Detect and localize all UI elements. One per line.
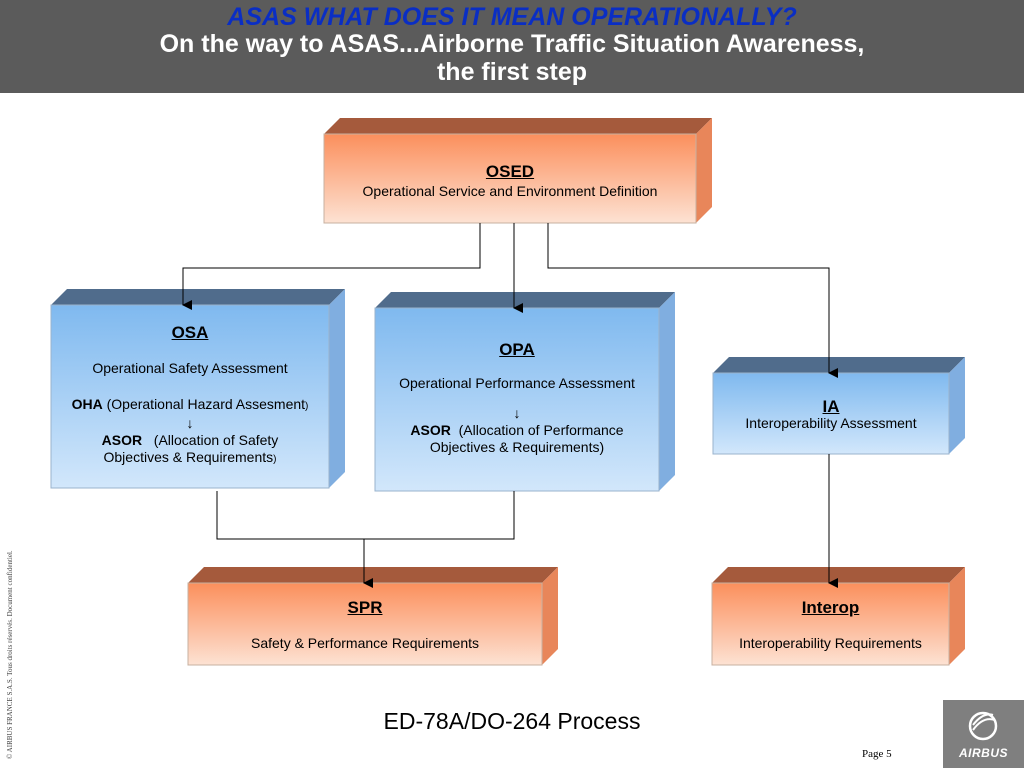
opa-box (374, 292, 675, 492)
subtitle-line-1: On the way to ASAS...Airborne Traffic Si… (159, 30, 865, 58)
opa-text: OPA Operational Performance Assessment ↓… (375, 341, 659, 456)
slide-title: ASAS WHAT DOES IT MEAN OPERATIONALLY? (227, 3, 797, 31)
connector-osed-ia (547, 223, 838, 378)
spr-text: SPR Safety & Performance Requirements (188, 599, 542, 652)
osa-asor-desc-2: Objectives & Requirements (103, 449, 274, 465)
copyright-notice: © AIRBUS FRANCE S.A.S. Tous droits réser… (6, 550, 14, 759)
osa-oha-line: OHA (Operational Hazard Assesment) (51, 396, 329, 415)
interop-text: Interop Interoperability Requirements (712, 599, 949, 652)
airbus-logo: AIRBUS (943, 700, 1024, 768)
osa-asor-line: ASOR (Allocation of Safety (51, 432, 329, 449)
osa-box (50, 289, 345, 489)
oha-close-paren: ) (305, 401, 309, 412)
oha-description: (Operational Hazard Assesment (106, 396, 306, 412)
connector-osa-opa-merge (216, 491, 515, 540)
opa-asor-desc-1: (Allocation of Performance (458, 422, 624, 438)
spr-title: SPR (347, 598, 383, 617)
opa-asor-label: ASOR (410, 422, 451, 438)
osed-title: OSED (485, 162, 535, 181)
osa-asor-line-2: Objectives & Requirements) (51, 449, 329, 468)
osa-description: Operational Safety Assessment (92, 360, 288, 376)
interop-description: Interoperability Requirements (739, 635, 922, 651)
interop-title: Interop (801, 598, 860, 617)
airbus-emblem-icon (968, 711, 998, 741)
ia-text: IA Interoperability Assessment (713, 398, 949, 432)
connector-osed-osa (182, 223, 481, 310)
osed-description: Operational Service and Environment Defi… (362, 183, 658, 199)
osa-down-arrow-icon: ↓ (186, 415, 194, 431)
opa-description: Operational Performance Assessment (399, 375, 635, 391)
osa-text: OSA Operational Safety Assessment OHA (O… (51, 324, 329, 468)
logo-wordmark: AIRBUS (958, 746, 1008, 760)
header-bar: ASAS WHAT DOES IT MEAN OPERATIONALLY? On… (0, 0, 1024, 93)
diagram-caption: ED-78A/DO-264 Process (383, 708, 641, 734)
osed-text: OSED Operational Service and Environment… (324, 163, 696, 200)
ia-box (712, 357, 965, 455)
opa-down-arrow-icon: ↓ (513, 405, 521, 421)
spr-description: Safety & Performance Requirements (251, 635, 479, 651)
osa-asor-desc-1: (Allocation of Safety (153, 432, 279, 448)
opa-asor-desc-2: Objectives & Requirements) (429, 439, 605, 455)
osa-asor-close-paren: ) (273, 454, 277, 465)
opa-title: OPA (499, 340, 535, 359)
interop-box (711, 567, 965, 666)
connectors (182, 223, 838, 588)
osa-asor-label: ASOR (101, 432, 143, 448)
oha-label: OHA (71, 396, 103, 412)
opa-asor-line: ASOR (Allocation of Performance (375, 422, 659, 439)
ia-title: IA (822, 397, 840, 416)
subtitle-line-2: the first step (436, 58, 588, 86)
osed-box (323, 118, 712, 224)
page-number: Page 5 (862, 748, 892, 760)
ia-description: Interoperability Assessment (745, 415, 917, 431)
slide-subtitle: On the way to ASAS...Airborne Traffic Si… (0, 30, 1024, 86)
spr-box (187, 567, 558, 666)
osa-title: OSA (171, 323, 209, 342)
